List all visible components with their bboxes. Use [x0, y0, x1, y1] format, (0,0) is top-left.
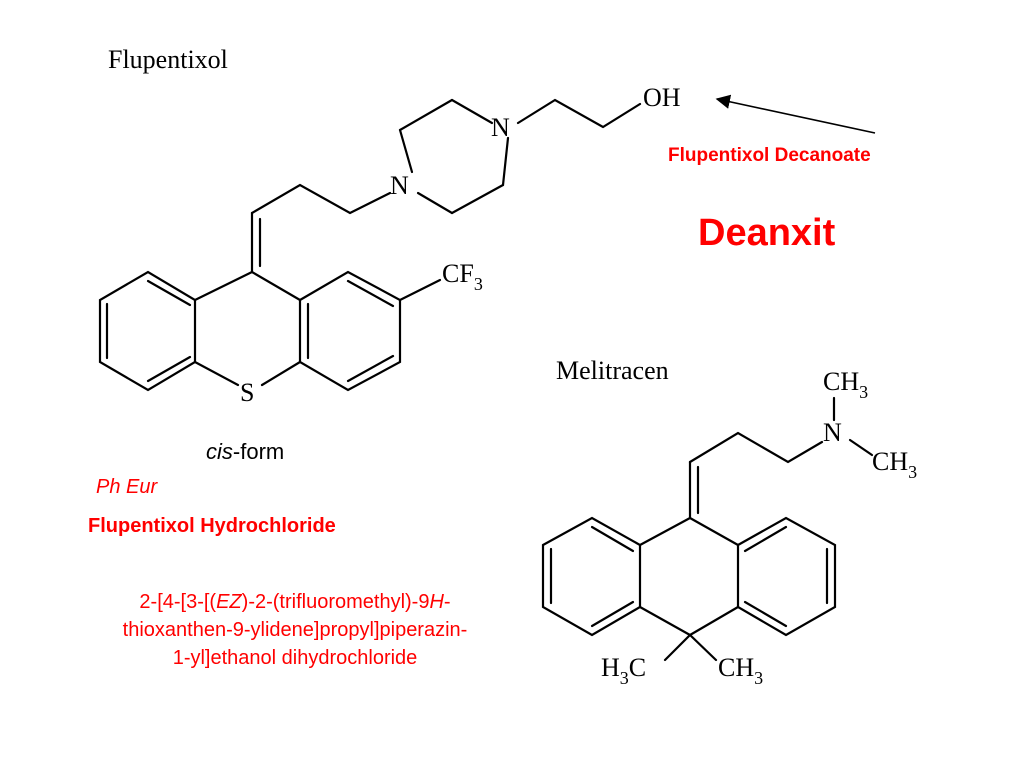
cis-form-label: cis-form — [206, 439, 285, 464]
flupentixol-central-ring — [193, 270, 302, 387]
melitracen-title: Melitracen — [556, 356, 669, 385]
atom-ch3-right: CH3 — [872, 447, 917, 482]
atom-n-melitracen: N — [823, 418, 842, 447]
propyl-chain — [250, 183, 392, 215]
atom-h3c: H3C — [601, 653, 646, 688]
flupentixol-structure — [98, 98, 642, 392]
piperazine-ring — [398, 98, 510, 215]
melitracen-chain — [688, 431, 824, 464]
atom-ch3-top: CH3 — [823, 367, 868, 402]
melitracen-right-ring — [736, 516, 837, 637]
melitracen-structure — [541, 396, 874, 662]
hydroxyethyl-chain — [516, 98, 642, 129]
atom-n-upper: N — [491, 113, 510, 142]
flupentixol-title: Flupentixol — [108, 45, 228, 74]
iupac-name: 2-[4-[3-[(EZ)-2-(trifluoromethyl)-9H- th… — [55, 588, 535, 672]
iupac-line-3: 1-yl]ethanol dihydrochloride — [172, 647, 418, 669]
melitracen-left-ring — [541, 516, 642, 637]
arrow-to-oh — [715, 94, 876, 134]
flupentixol-left-ring — [98, 270, 197, 392]
deanxit-title: Deanxit — [698, 212, 836, 254]
cf3-bond — [398, 278, 442, 302]
decanoate-label: Flupentixol Decanoate — [668, 145, 871, 166]
atom-s: S — [240, 378, 254, 407]
ph-eur-label: Ph Eur — [96, 476, 158, 498]
hydrochloride-label: Flupentixol Hydrochloride — [88, 515, 336, 537]
iupac-line-2: thioxanthen-9-ylidene]propyl]piperazin- — [122, 619, 468, 641]
atom-oh: OH — [643, 83, 681, 112]
atom-n-lower: N — [390, 171, 409, 200]
melitracen-central-ring — [638, 516, 740, 637]
atom-ch3-bottom: CH3 — [718, 653, 763, 688]
atom-cf3: CF3 — [442, 259, 483, 294]
iupac-line-1: 2-[4-[3-[(EZ)-2-(trifluoromethyl)-9H- — [139, 591, 451, 613]
flupentixol-right-ring — [298, 270, 402, 392]
